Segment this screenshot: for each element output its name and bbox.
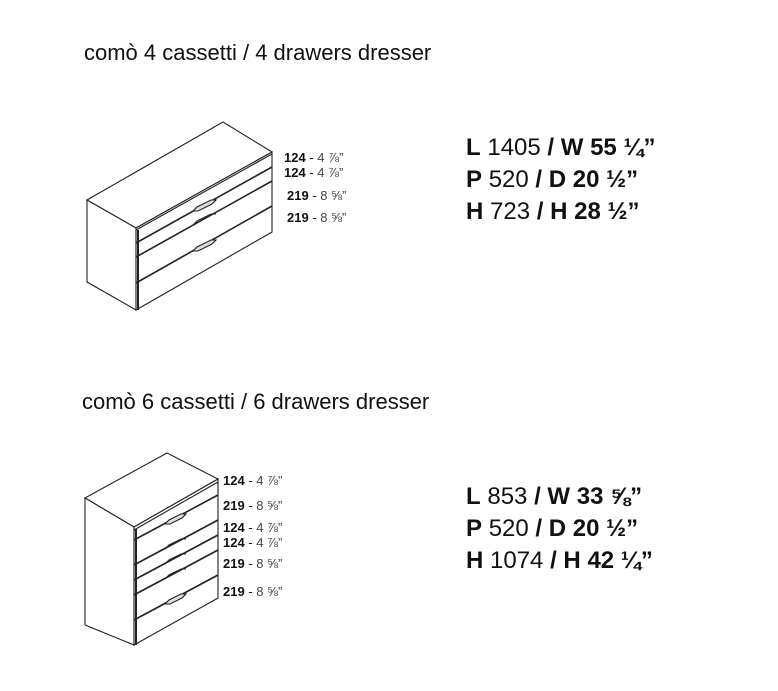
dimension-row: H 1074 / H 42 ¼” xyxy=(466,547,653,574)
dresser-4-drawers-drawing xyxy=(85,121,274,311)
dimension-row: P 520 / D 20 ½” xyxy=(466,166,639,193)
title-separator: / xyxy=(236,40,256,65)
drawer-height-label: 124 - 4 ⅞” xyxy=(223,535,283,550)
dresser-6-drawers-drawing xyxy=(83,452,220,646)
dimension-row: P 520 / D 20 ½” xyxy=(466,515,639,542)
title-english: 6 drawers dresser xyxy=(253,389,430,414)
drawer-height-label: 124 - 4 ⅞” xyxy=(284,150,344,165)
drawer-height-label: 124 - 4 ⅞” xyxy=(223,520,283,535)
title-italian: comò 4 cassetti xyxy=(84,40,237,65)
drawer-height-label: 219 - 8 ⅝” xyxy=(287,188,347,203)
drawer-height-label: 219 - 8 ⅝” xyxy=(223,556,283,571)
dimension-row: H 723 / H 28 ½” xyxy=(466,198,640,225)
drawer-height-label: 219 - 8 ⅝” xyxy=(287,210,347,225)
dimensions-block-4-drawers: L 1405 / W 55 ¼” P 520 / D 20 ½” H 723 /… xyxy=(466,132,655,228)
section-title-6-drawers: comò 6 cassetti / 6 drawers dresser xyxy=(82,389,429,415)
drawer-height-label: 124 - 4 ⅞” xyxy=(223,473,283,488)
drawer-height-label: 219 - 8 ⅝” xyxy=(223,498,283,513)
title-italian: comò 6 cassetti xyxy=(82,389,235,414)
dimension-row: L 853 / W 33 ⅝” xyxy=(466,483,643,510)
title-separator: / xyxy=(234,389,254,414)
drawer-height-label: 219 - 8 ⅝” xyxy=(223,584,283,599)
dimension-row: L 1405 / W 55 ¼” xyxy=(466,134,656,161)
title-english: 4 drawers dresser xyxy=(255,40,432,65)
dimensions-block-6-drawers: L 853 / W 33 ⅝” P 520 / D 20 ½” H 1074 /… xyxy=(466,481,653,577)
section-title-4-drawers: comò 4 cassetti / 4 drawers dresser xyxy=(84,40,431,66)
drawer-height-label: 124 - 4 ⅞” xyxy=(284,165,344,180)
